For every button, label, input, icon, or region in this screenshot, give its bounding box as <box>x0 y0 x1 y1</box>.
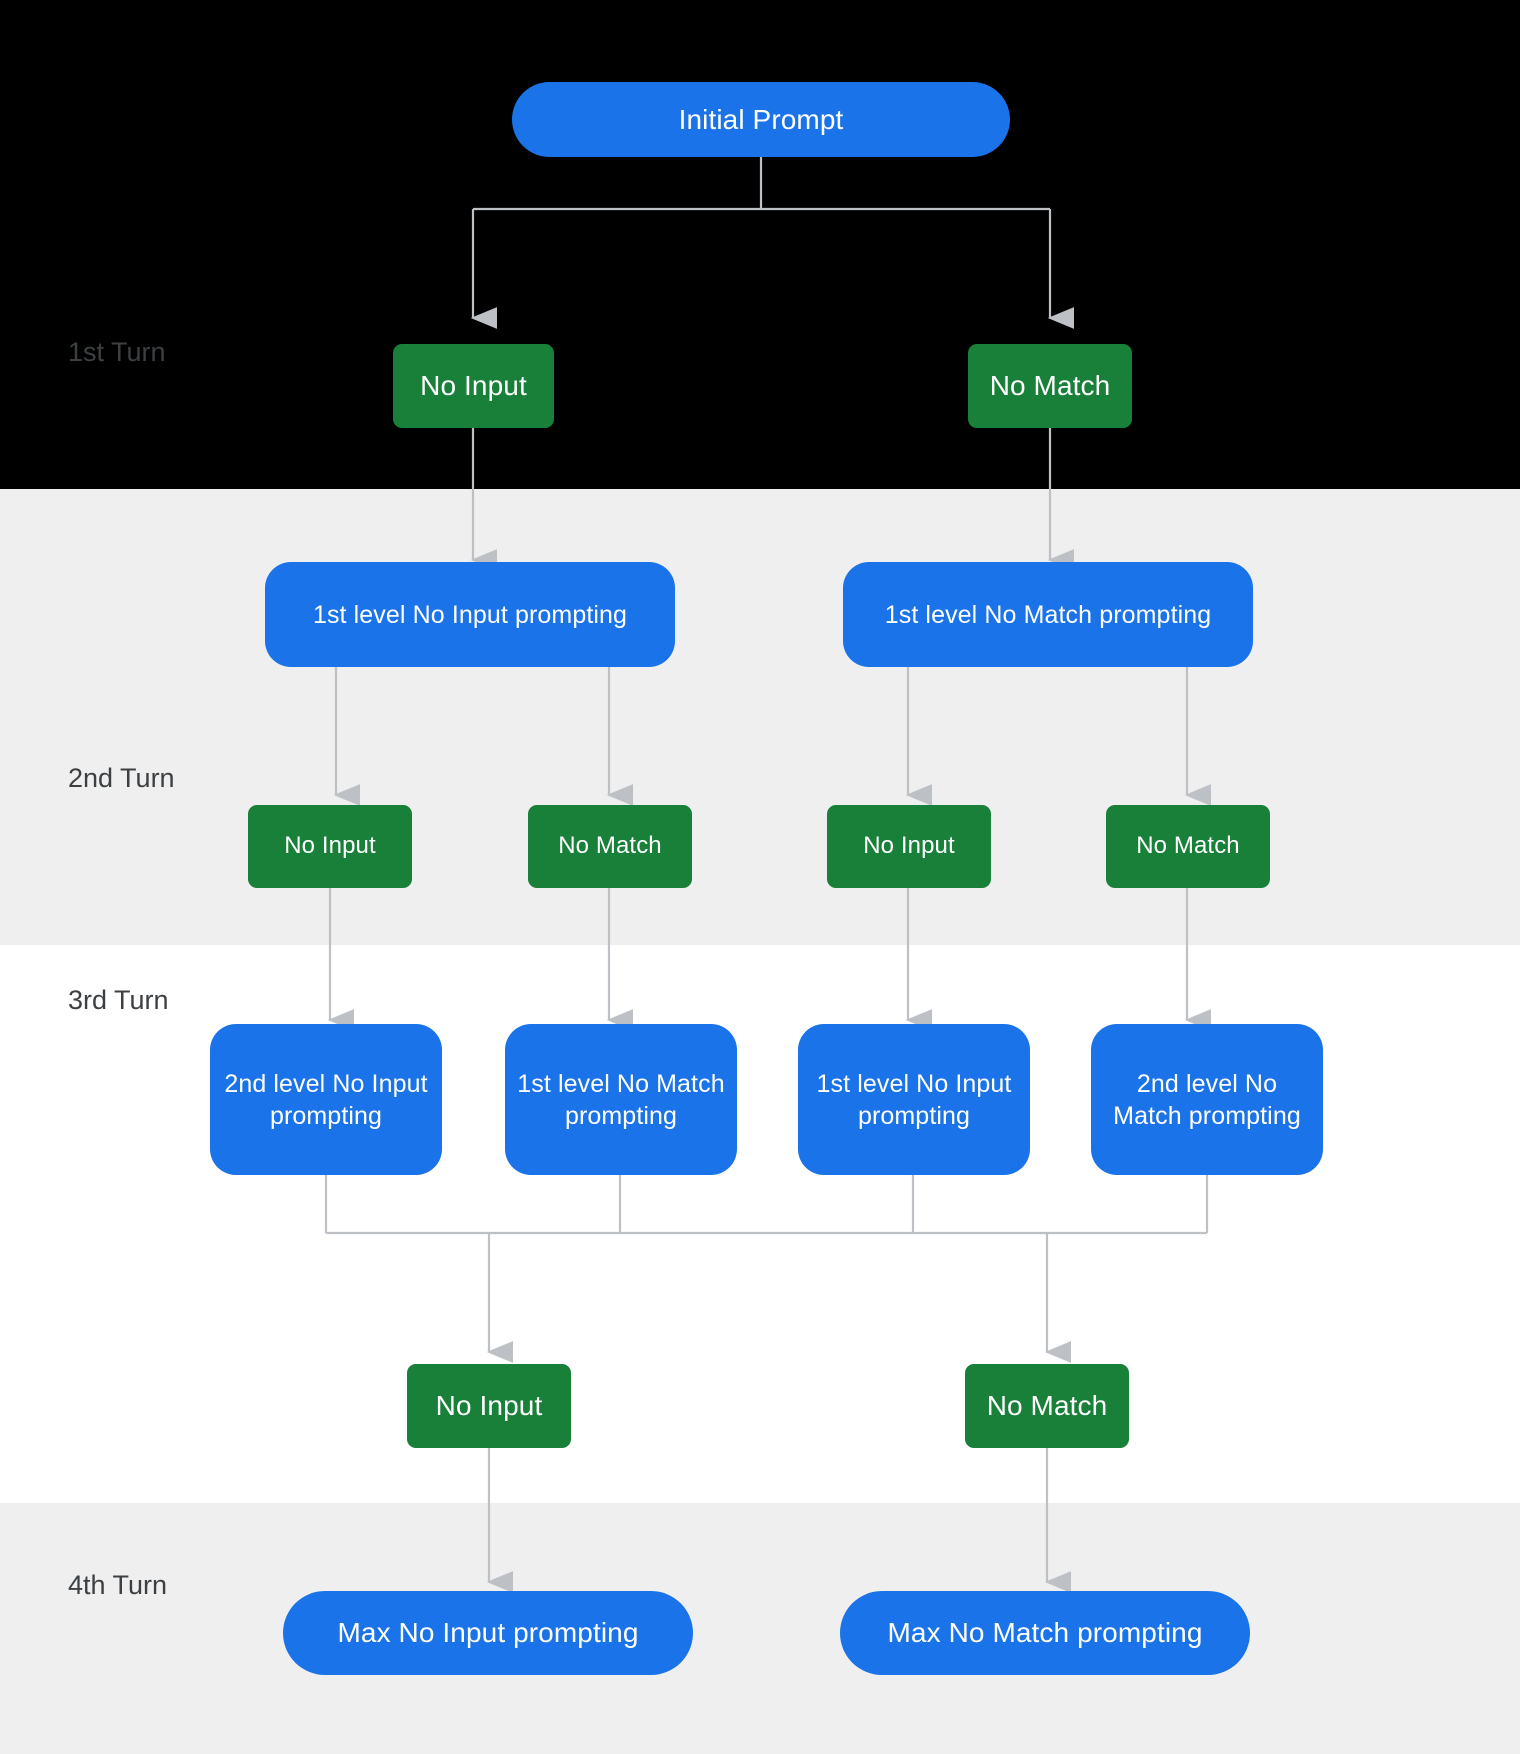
turn-label-2nd: 2nd Turn <box>68 763 175 793</box>
node-3rd-turn-no-input[interactable]: No Input <box>407 1364 571 1448</box>
node-3rd-turn-prompting-3[interactable]: 1st level No Input prompting <box>798 1024 1030 1175</box>
node-1st-level-no-match-prompting[interactable]: 1st level No Match prompting <box>843 562 1253 667</box>
node-1st-turn-no-match[interactable]: No Match <box>968 344 1132 428</box>
node-2nd-turn-no-match-a[interactable]: No Match <box>528 805 692 888</box>
node-2nd-turn-no-input-b[interactable]: No Input <box>827 805 991 888</box>
band-4th-turn <box>0 1503 1520 1754</box>
turn-label-3rd: 3rd Turn <box>68 985 169 1015</box>
node-3rd-turn-prompting-2[interactable]: 1st level No Match prompting <box>505 1024 737 1175</box>
node-1st-level-no-input-prompting[interactable]: 1st level No Input prompting <box>265 562 675 667</box>
node-initial-prompt[interactable]: Initial Prompt <box>512 82 1010 157</box>
node-1st-turn-no-input[interactable]: No Input <box>393 344 554 428</box>
node-3rd-turn-prompting-1[interactable]: 2nd level No Input prompting <box>210 1024 442 1175</box>
node-2nd-turn-no-input-a[interactable]: No Input <box>248 805 412 888</box>
node-max-no-input-prompting[interactable]: Max No Input prompting <box>283 1591 693 1675</box>
node-3rd-turn-no-match[interactable]: No Match <box>965 1364 1129 1448</box>
band-1st-turn <box>0 0 1520 489</box>
node-max-no-match-prompting[interactable]: Max No Match prompting <box>840 1591 1250 1675</box>
node-2nd-turn-no-match-b[interactable]: No Match <box>1106 805 1270 888</box>
turn-label-4th: 4th Turn <box>68 1570 168 1600</box>
node-3rd-turn-prompting-4[interactable]: 2nd level No Match prompting <box>1091 1024 1323 1175</box>
turn-label-1st: 1st Turn <box>68 337 166 367</box>
